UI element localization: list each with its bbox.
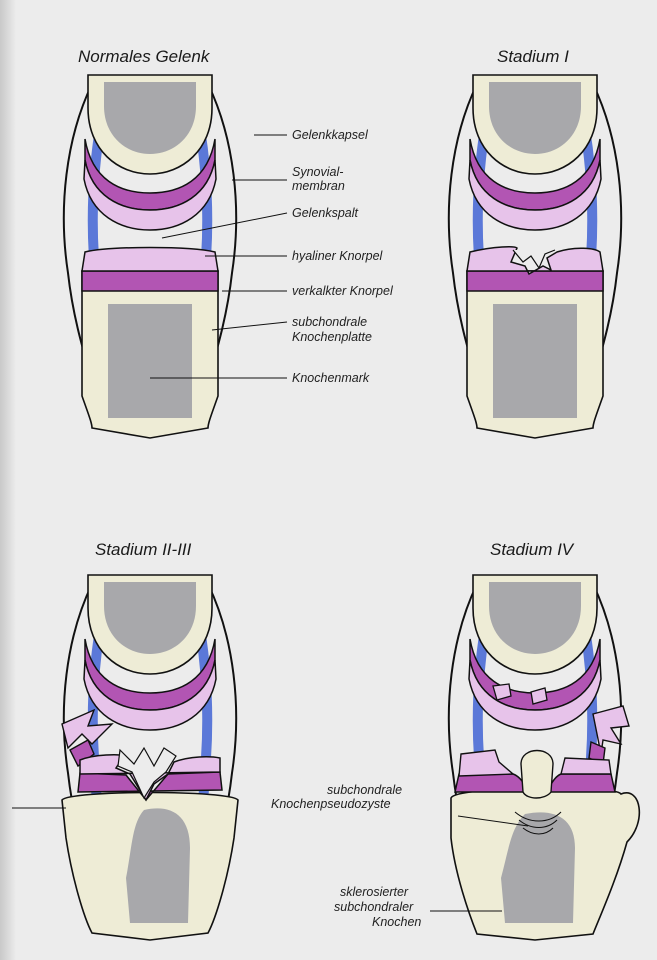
label-gelenkkapsel: Gelenkkapsel <box>292 128 369 142</box>
panel-title-normal: Normales Gelenk <box>78 47 211 66</box>
panel-stage-2-3 <box>62 575 238 940</box>
label-synovial-1: Synovial- <box>292 165 343 179</box>
lower-joint-surface <box>467 247 603 438</box>
label-sklerosierter: sklerosierter <box>340 885 409 899</box>
label-knochen: Knochen <box>372 915 421 929</box>
label-pseudozyste-2: Knochenpseudozyste <box>271 797 391 811</box>
panel-stage-1 <box>449 75 621 438</box>
panel-title-stage-2-3: Stadium II-III <box>95 540 192 559</box>
upper-bone <box>88 75 212 174</box>
label-synovial-2: membran <box>292 179 345 193</box>
lower-joint-surface <box>82 248 218 439</box>
label-knochenmark: Knochenmark <box>292 371 370 385</box>
lower-joint-surface <box>62 748 238 940</box>
label-knochenplatte: Knochenplatte <box>292 330 372 344</box>
panel-stage-4 <box>449 575 639 940</box>
panel-title-stage-4: Stadium IV <box>490 540 575 559</box>
label-subchondraler: subchondraler <box>334 900 414 914</box>
label-subchondrale: subchondrale <box>292 315 367 329</box>
upper-bone <box>473 75 597 174</box>
upper-bone <box>88 575 212 674</box>
label-verkalkter-knorpel: verkalkter Knorpel <box>292 284 394 298</box>
label-gelenkspalt: Gelenkspalt <box>292 206 359 220</box>
label-pseudozyste-1: subchondrale <box>327 783 402 797</box>
panel-title-stage-1: Stadium I <box>497 47 569 66</box>
upper-bone <box>473 575 597 674</box>
label-hyaliner-knorpel: hyaliner Knorpel <box>292 249 384 263</box>
